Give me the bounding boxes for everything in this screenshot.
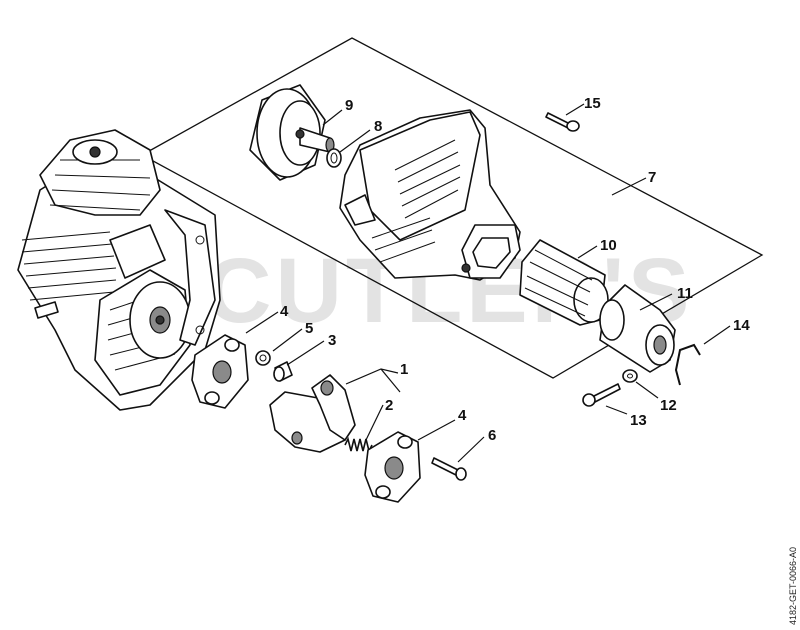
clutch-shoes-part-1 — [269, 374, 356, 453]
callout-6: 6 — [488, 427, 496, 444]
gear-housing-part-7 — [339, 109, 521, 281]
callout-14: 14 — [733, 317, 750, 334]
carrier-plate-part-4-lower — [364, 431, 421, 503]
spring-part-2 — [344, 436, 373, 454]
callout-8: 8 — [374, 118, 382, 135]
engine-block — [17, 129, 221, 411]
callout-2: 2 — [385, 397, 393, 414]
callout-7: 7 — [648, 169, 656, 186]
clutch-drum-part-9 — [249, 84, 335, 181]
callout-11: 11 — [677, 285, 693, 302]
leader-lines — [245, 103, 731, 463]
assembly-boundary — [140, 37, 764, 379]
washer-part-5 — [255, 350, 271, 366]
spring-clip-part-14 — [674, 343, 701, 386]
washer-part-12 — [622, 369, 638, 383]
screw-part-6 — [431, 457, 467, 481]
carrier-plate-part-4-upper — [191, 334, 249, 409]
spacer-part-3 — [273, 361, 293, 382]
screw-part-13 — [582, 383, 621, 407]
bearing-sleeve-part-11 — [599, 284, 676, 373]
drawing-code: 4182-GET-0066-A0 — [788, 547, 798, 625]
callout-4-upper: 4 — [280, 303, 289, 320]
callout-3: 3 — [328, 332, 336, 349]
callout-12: 12 — [660, 397, 677, 414]
callout-4-lower: 4 — [458, 407, 467, 424]
callout-9: 9 — [345, 97, 353, 114]
callout-labels: 9 8 15 7 10 11 14 12 13 4 5 3 1 2 4 6 — [280, 95, 750, 444]
callout-1: 1 — [400, 361, 408, 378]
callout-10: 10 — [600, 237, 617, 254]
screw-part-15 — [545, 112, 580, 132]
callout-13: 13 — [630, 412, 647, 429]
callout-15: 15 — [584, 95, 601, 112]
callout-5: 5 — [305, 320, 313, 337]
circlip-part-8 — [326, 148, 342, 168]
